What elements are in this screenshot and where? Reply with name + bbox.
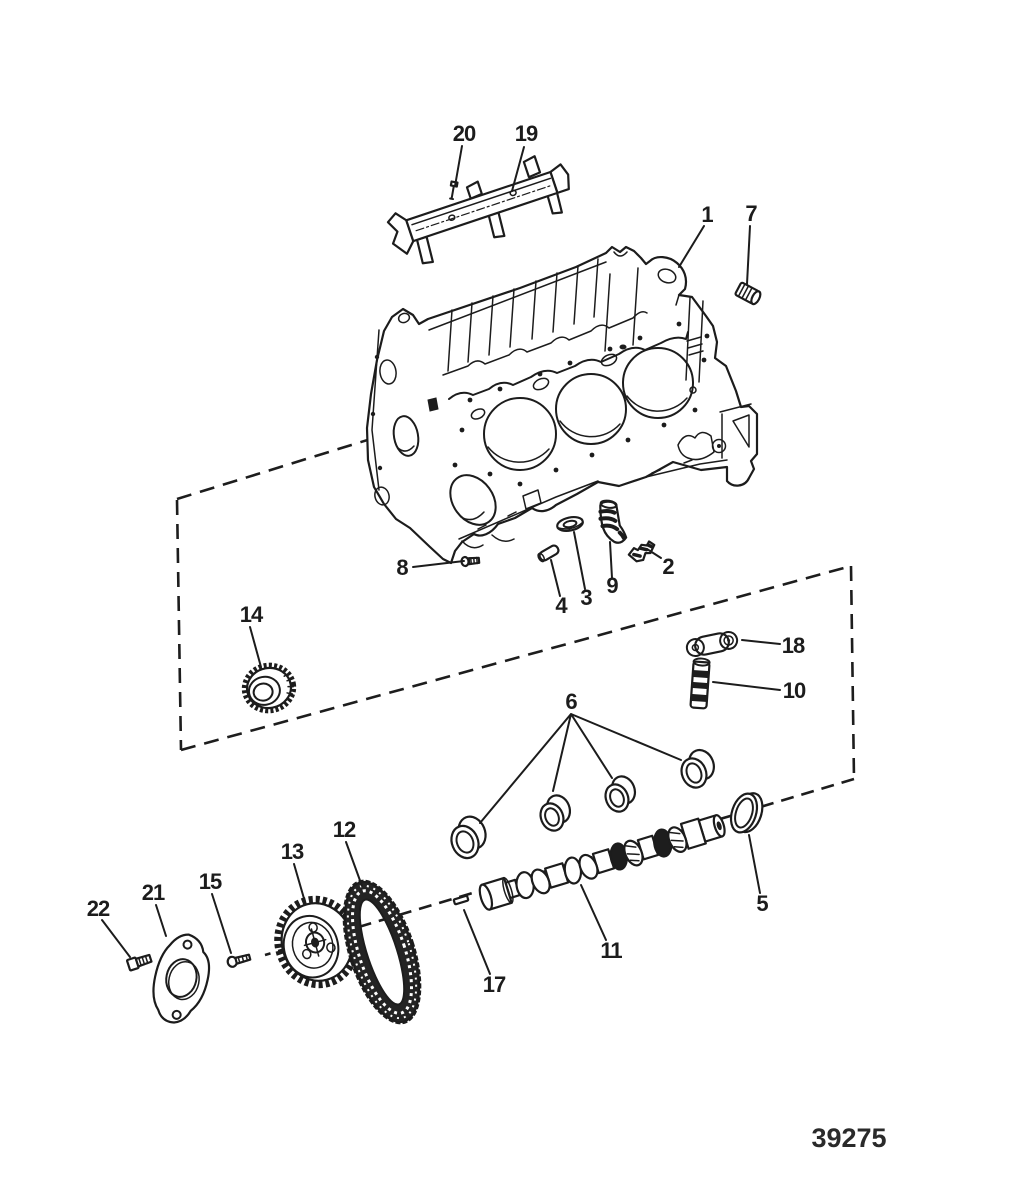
callout-label-20: 20 — [453, 121, 476, 146]
retainer-link — [685, 630, 739, 658]
pipe-plug — [734, 281, 762, 306]
callout-label-6: 6 — [565, 689, 577, 714]
callout-label-4: 4 — [555, 593, 568, 618]
callout-label-14: 14 — [240, 602, 264, 627]
dowel-pin — [537, 544, 560, 563]
callout-label-5: 5 — [756, 891, 768, 916]
woodruff-key — [452, 894, 470, 906]
cam-bearing-1 — [450, 815, 487, 860]
deck-ribs — [447, 258, 599, 372]
lifter-stop-rail — [386, 155, 570, 265]
callout-label-12: 12 — [333, 817, 356, 842]
cylinder-block — [365, 245, 759, 565]
timing-chain — [342, 879, 422, 1025]
callout-label-19: 19 — [515, 121, 538, 146]
screw-8 — [460, 555, 481, 568]
cam-bearing-2 — [539, 794, 572, 832]
callout-label-8: 8 — [396, 555, 408, 580]
figure-number: 39275 — [811, 1123, 886, 1153]
sealing-washer — [556, 515, 584, 533]
grooved-pin — [689, 657, 711, 710]
cylinder-bores — [483, 347, 694, 471]
callout-label-10: 10 — [783, 678, 806, 703]
callout-label-22: 22 — [87, 896, 110, 921]
fitting-2 — [627, 540, 656, 563]
cam-plug-ring — [729, 792, 764, 834]
callout-label-9: 9 — [606, 573, 618, 598]
cover-gasket — [152, 933, 211, 1024]
deck-bolt-holes — [452, 321, 710, 487]
callout-label-1: 1 — [701, 202, 713, 227]
callout-label-18: 18 — [782, 633, 805, 658]
cam-bearing-4 — [680, 748, 715, 789]
elbow-fitting — [598, 499, 628, 544]
callout-labels: 20 19 1 7 8 4 3 9 2 14 18 10 6 5 11 17 1… — [87, 121, 807, 997]
callout-label-13: 13 — [281, 839, 304, 864]
callout-label-7: 7 — [745, 201, 757, 226]
cam-sprocket — [274, 895, 360, 989]
distributor-gear — [241, 662, 297, 714]
callout-label-3: 3 — [580, 585, 592, 610]
bolt-22 — [125, 953, 153, 972]
cam-bearing-3 — [604, 775, 637, 813]
mount-pad — [677, 403, 752, 461]
callout-label-17: 17 — [483, 972, 506, 997]
callout-label-11: 11 — [600, 938, 622, 963]
camshaft — [478, 814, 726, 911]
callout-label-2: 2 — [662, 554, 674, 579]
callout-label-21: 21 — [142, 880, 165, 905]
screw-15 — [226, 953, 252, 968]
callout-label-15: 15 — [199, 869, 222, 894]
leader-lines — [101, 145, 781, 975]
